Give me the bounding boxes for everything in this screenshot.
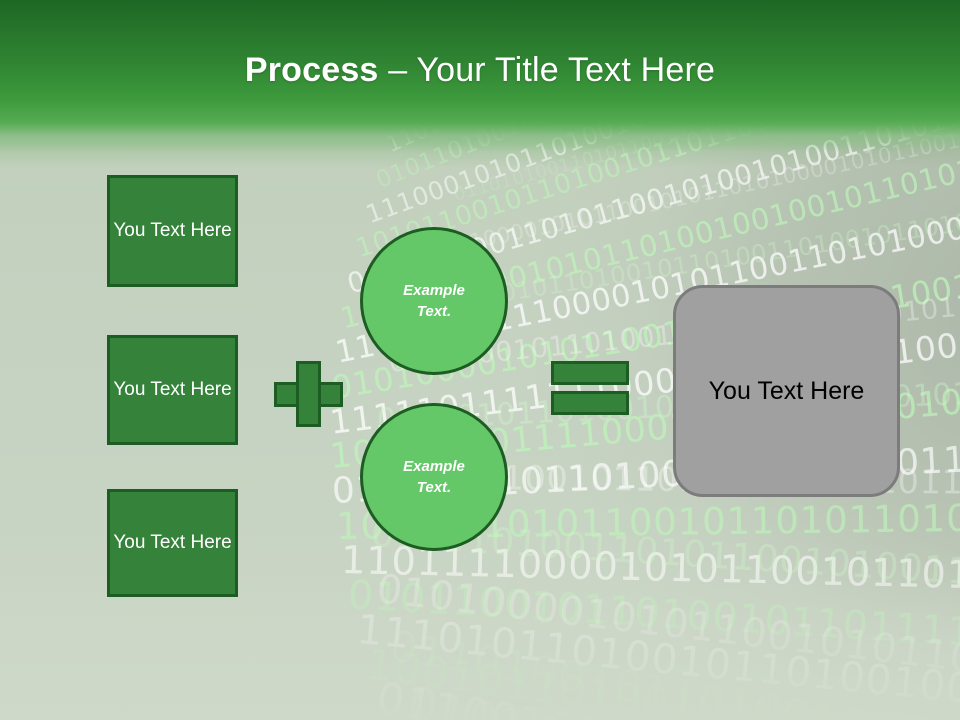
- example-circle-1[interactable]: Example Text.: [360, 227, 508, 375]
- equals-icon-bottom-bar: [551, 391, 629, 415]
- example-circle-2-label: Example Text.: [403, 456, 465, 498]
- input-box-1-label: You Text Here: [113, 220, 232, 241]
- page-title: Process – Your Title Text Here: [0, 50, 960, 90]
- example-circle-2-line1: Example: [403, 458, 465, 475]
- plus-icon-center: [299, 385, 318, 404]
- example-circle-2[interactable]: Example Text.: [360, 403, 508, 551]
- page-title-bold: Process: [244, 51, 379, 89]
- input-box-3-label: You Text Here: [113, 532, 232, 553]
- example-circle-1-line1: Example: [403, 282, 465, 299]
- result-box[interactable]: You Text Here: [673, 285, 900, 497]
- input-box-2-label: You Text Here: [113, 379, 232, 400]
- input-box-3[interactable]: You Text Here: [107, 489, 238, 597]
- input-box-1[interactable]: You Text Here: [107, 175, 238, 287]
- input-box-2[interactable]: You Text Here: [107, 335, 238, 445]
- equals-icon-top-bar: [551, 361, 629, 385]
- example-circle-1-label: Example Text.: [403, 280, 465, 322]
- header-band: [0, 0, 960, 152]
- example-circle-1-line2: Text.: [416, 303, 452, 320]
- page-title-rest: – Your Title Text Here: [378, 51, 716, 89]
- example-circle-2-line2: Text.: [416, 479, 452, 496]
- result-box-label: You Text Here: [708, 376, 865, 405]
- plus-icon: [274, 361, 343, 427]
